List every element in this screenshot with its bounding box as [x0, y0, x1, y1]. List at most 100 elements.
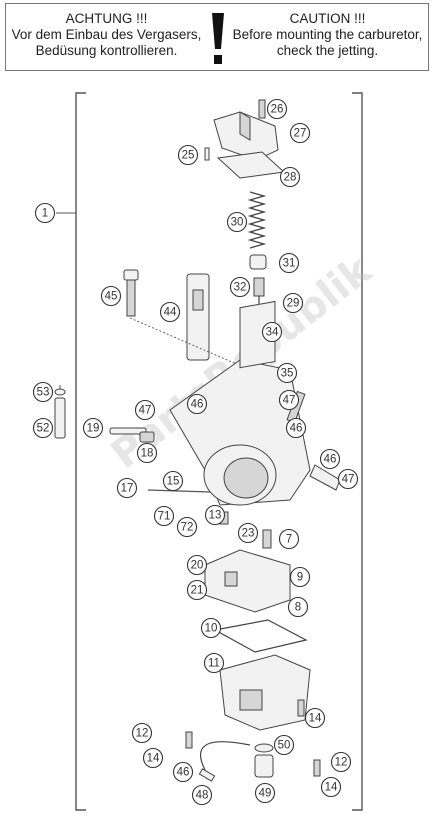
carburetor-body [169, 300, 341, 506]
callout-number: 12 [136, 728, 149, 740]
float [204, 549, 291, 613]
callout-bubble: 46 [285, 417, 307, 439]
callout-number: 49 [259, 788, 272, 800]
float-bowl [219, 654, 311, 731]
callout-number: 46 [290, 423, 303, 435]
callout-number: 27 [294, 128, 307, 140]
callout-number: 20 [191, 560, 204, 572]
callout-circle [142, 747, 164, 769]
callout-number: 21 [191, 585, 204, 597]
callout-number: 31 [283, 258, 296, 270]
callout-number: 47 [283, 395, 296, 407]
callout-number: 32 [234, 282, 247, 294]
callout-bubble: 11 [203, 652, 225, 674]
air-screw [54, 397, 66, 439]
callout-number: 18 [141, 448, 154, 460]
callout-bubble: 50 [273, 734, 295, 756]
callout-bubble: 8 [287, 596, 309, 618]
callout-circle [330, 751, 352, 773]
callout-bubble: 46 [172, 761, 194, 783]
callout-bubble: 47 [337, 468, 359, 490]
bowl-plug [254, 743, 274, 778]
callout-circle [204, 504, 226, 526]
callout-number: 19 [87, 423, 100, 435]
o-ring [54, 388, 66, 396]
top-cap [204, 99, 279, 161]
callout-bubble: 72 [176, 516, 198, 538]
callout-number: 35 [281, 368, 294, 380]
callout-bubble: 14 [304, 707, 326, 729]
callout-circle [203, 652, 225, 674]
callout-bubble: 9 [289, 566, 311, 588]
callout-number: 46 [191, 399, 204, 411]
callout-number: 25 [182, 150, 195, 162]
callout-circle [34, 202, 56, 224]
callout-circle [226, 211, 248, 233]
callout-bubble: 45 [100, 285, 122, 307]
callout-bubble: 28 [279, 166, 301, 188]
callout-number: 1 [42, 208, 48, 220]
callout-bubble: 21 [186, 579, 208, 601]
german-caution-line: Vor dem Einbau des Vergasers, [11, 27, 202, 42]
callout-circle [229, 276, 251, 298]
callout-bubble: 18 [136, 442, 158, 464]
slide-spring [247, 191, 267, 249]
callout-bubble: 71 [153, 505, 175, 527]
callout-circle [276, 362, 298, 384]
callout-bubble: 15 [162, 470, 184, 492]
caution-notice-box: ACHTUNG !!! Vor dem Einbau des Vergasers… [5, 3, 429, 71]
throttle-slide [186, 273, 210, 361]
callout-number: 53 [37, 387, 50, 399]
callout-circle [289, 122, 311, 144]
choke-plunger [109, 427, 155, 443]
callout-number: 9 [297, 572, 303, 584]
callout-number: 11 [208, 658, 220, 670]
callout-circle [320, 776, 342, 798]
callout-number: 34 [266, 327, 279, 339]
callout-circle [278, 252, 300, 274]
callout-bubble: 14 [320, 776, 342, 798]
callout-circle [319, 448, 341, 470]
callout-circle [32, 417, 54, 439]
callout-circle [159, 301, 181, 323]
german-caution-line: Bedüsung kontrollieren. [35, 43, 178, 58]
callout-circle [172, 761, 194, 783]
callout-circle [278, 389, 300, 411]
callout-bubble: 31 [278, 252, 300, 274]
callout-bubble: 25 [177, 144, 199, 166]
callout-circle [32, 381, 54, 403]
assembly-bracket [75, 92, 86, 811]
callout-number: 44 [164, 307, 177, 319]
english-caution-line: CAUTION !!! [289, 11, 366, 26]
callout-circle [186, 393, 208, 415]
callout-bubble: 53 [32, 381, 54, 403]
callout-circle [278, 528, 300, 550]
float-bowl-gasket [213, 619, 308, 653]
callout-circle [186, 554, 208, 576]
english-caution-text: CAUTION !!! Before mounting the carburet… [230, 11, 425, 59]
drain-hose [198, 741, 251, 782]
callout-number: 10 [205, 623, 218, 635]
callout-circle [304, 707, 326, 729]
callout-bubble: 34 [261, 321, 283, 343]
callout-circle [337, 468, 359, 490]
callout-bubble: 46 [319, 448, 341, 470]
callout-bubble: 47 [134, 399, 156, 421]
callout-number: 72 [181, 522, 194, 534]
callout-circle [282, 292, 304, 314]
callout-bubble: 14 [142, 747, 164, 769]
callout-number: 14 [147, 753, 160, 765]
callout-number: 15 [167, 476, 180, 488]
callout-circle [254, 782, 276, 804]
callout-bubble: 47 [278, 389, 300, 411]
callout-number: 26 [271, 104, 284, 116]
callout-number: 47 [342, 474, 355, 486]
callout-bubble: 46 [186, 393, 208, 415]
idle-screw [123, 269, 139, 317]
callout-bubble: 30 [226, 211, 248, 233]
exclamation-icon [212, 13, 224, 64]
callout-circle [289, 566, 311, 588]
callout-number: 50 [278, 740, 291, 752]
callout-bubble: 48 [191, 784, 213, 806]
german-caution-text: ACHTUNG !!! Vor dem Einbau des Vergasers… [9, 11, 204, 59]
